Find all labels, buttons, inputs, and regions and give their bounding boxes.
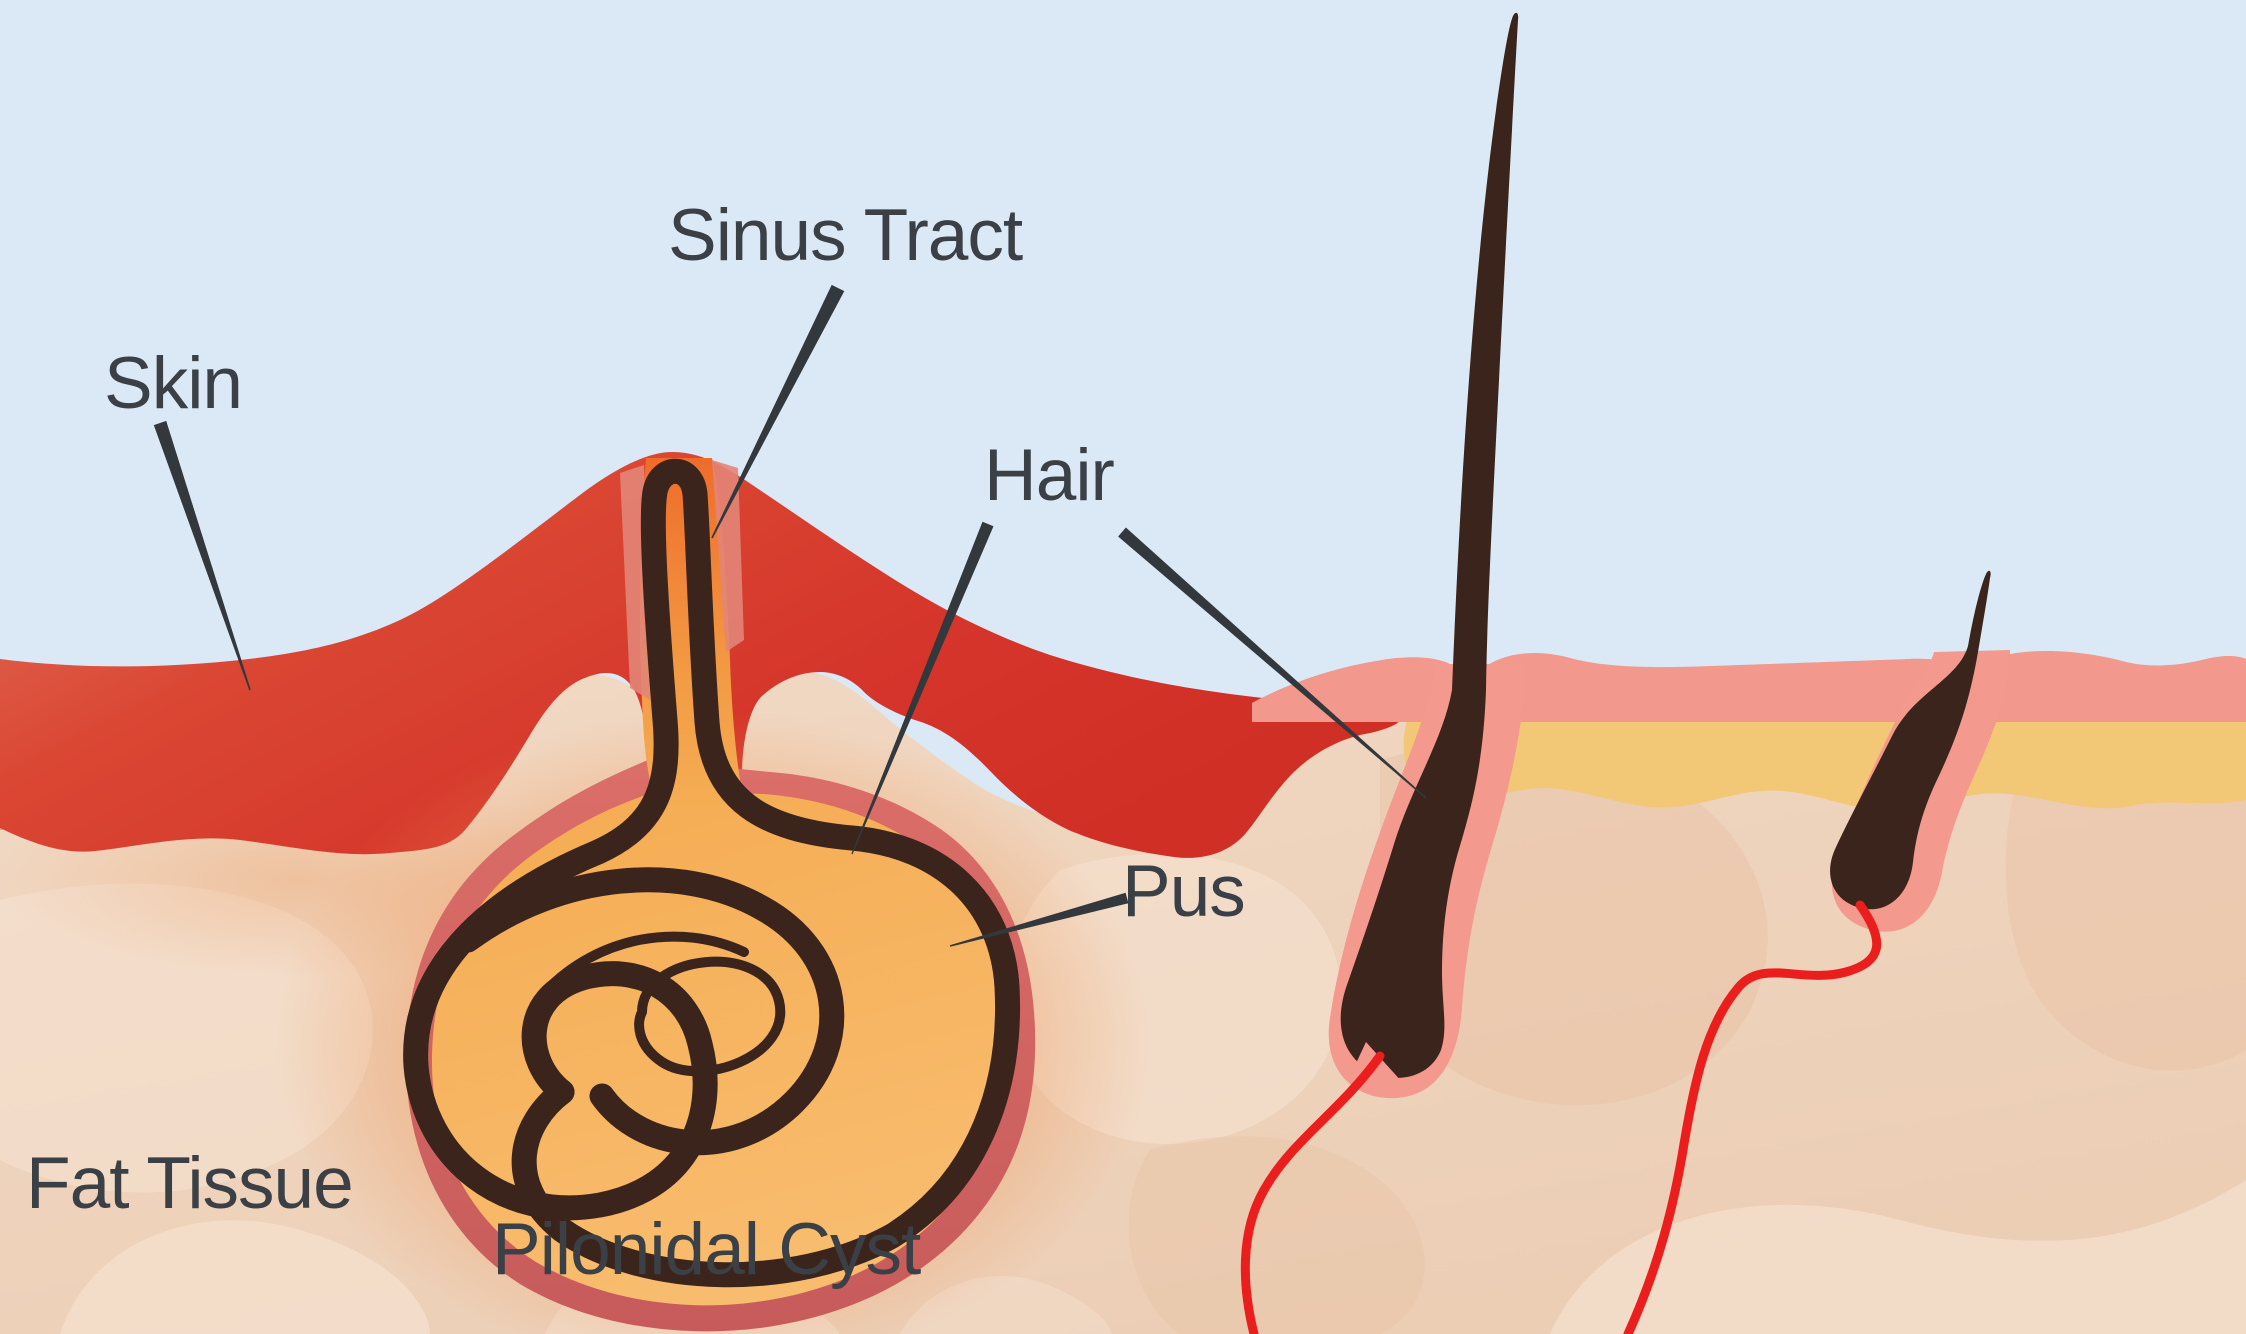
leader-skin [153,420,251,691]
label-pilonidal-cyst: Pilonidal Cyst [492,1209,921,1290]
leader-sinus-tract [711,284,845,539]
leader-lines [153,284,1427,947]
leader-hair-left [851,521,994,855]
cyst-pus-fill [432,790,1008,1306]
hair-shaft-small [1830,570,1991,910]
cyst-hair-tangle [403,458,1021,1288]
hair-shaft-large [1340,12,1519,1078]
label-hair: Hair [984,435,1115,516]
blood-vessel-small [1623,900,1882,1334]
tract-stripe-right [712,460,744,652]
label-skin: Skin [104,343,243,424]
label-sinus-tract: Sinus Tract [668,195,1023,276]
leader-pus [949,892,1129,947]
label-pus: Pus [1122,851,1246,932]
label-fat-tissue: Fat Tissue [26,1143,354,1224]
leader-hair-right [1118,527,1427,799]
blood-vessel-large [1240,1051,1385,1334]
